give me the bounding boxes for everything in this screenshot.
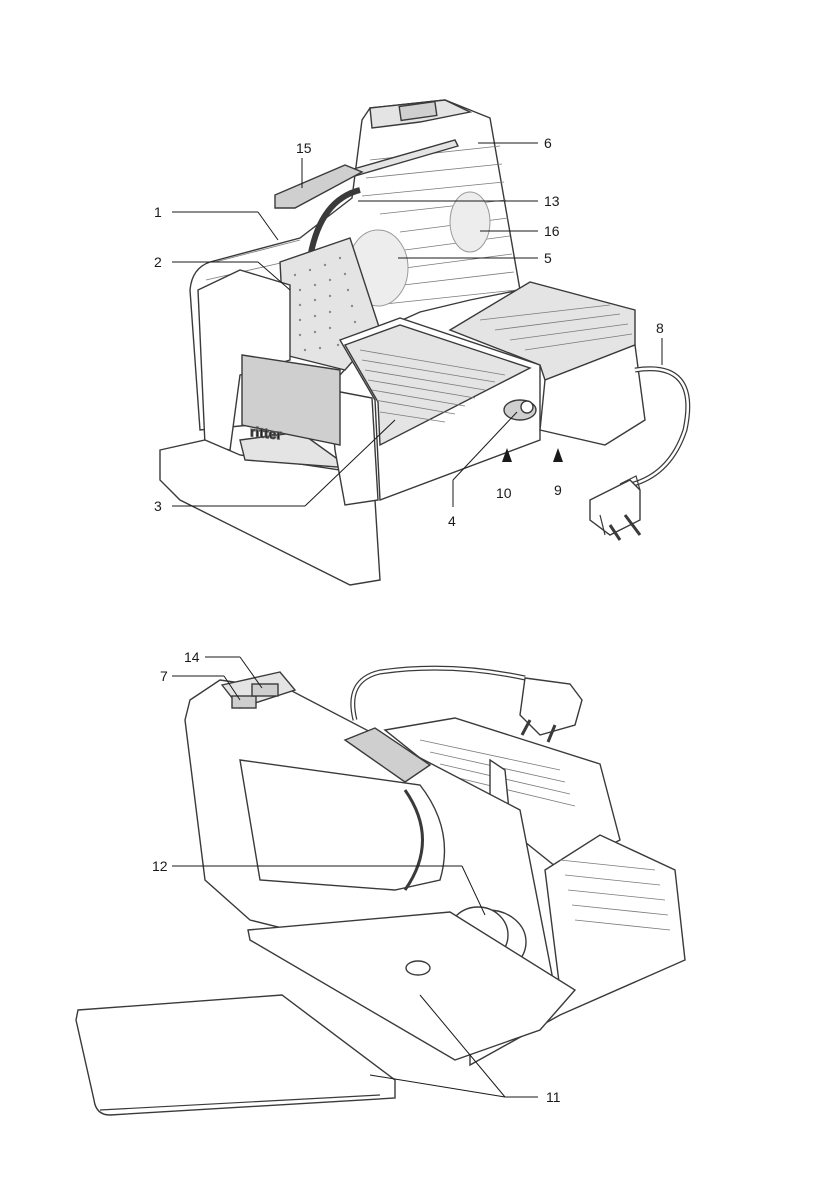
power-plug-rear-icon (520, 678, 582, 742)
callout-1: 1 (154, 204, 162, 220)
callout-10: 10 (496, 485, 512, 501)
callout-4: 4 (448, 513, 456, 529)
callout-2: 2 (154, 254, 162, 270)
callout-3: 3 (154, 498, 162, 514)
callout-7: 7 (160, 668, 168, 684)
callout-13: 13 (544, 193, 560, 209)
callout-15: 15 (296, 140, 312, 156)
callout-6: 6 (544, 135, 552, 151)
power-button-icon (232, 696, 256, 708)
mode-switch-icon (252, 684, 278, 696)
top-figure-slicer: ritter (154, 100, 688, 585)
arrow-9-icon (553, 448, 563, 462)
brand-logo-text: ritter (250, 423, 282, 442)
callout-11: 11 (546, 1089, 561, 1105)
callout-14: 14 (184, 649, 200, 665)
callout-5: 5 (544, 250, 552, 266)
power-plug-icon (590, 476, 640, 540)
tray-foot-icon (406, 961, 430, 975)
bottom-figure-slicer: 14 7 12 11 (76, 649, 685, 1115)
power-switch (504, 400, 536, 420)
callout-12: 12 (152, 858, 168, 874)
callout-16: 16 (544, 223, 560, 239)
callout-9: 9 (554, 482, 562, 498)
brand-logo-plate: ritter (242, 355, 340, 445)
power-cord-rear (353, 668, 525, 720)
callout-8: 8 (656, 320, 664, 336)
